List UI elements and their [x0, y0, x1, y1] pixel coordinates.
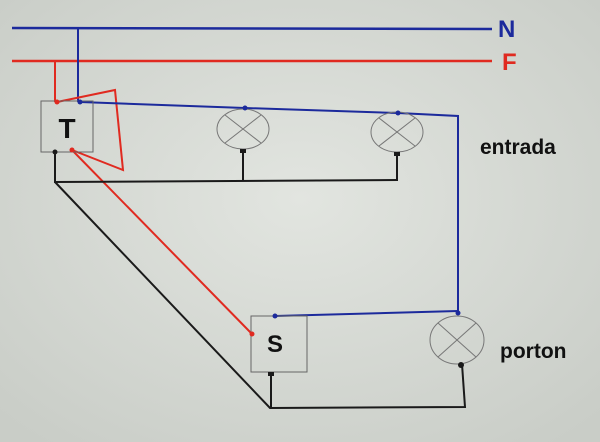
porton-return-wire — [54, 181, 467, 410]
entrada-label: entrada — [480, 136, 556, 159]
neutral-label: N — [498, 16, 515, 43]
timer-box: T — [40, 100, 94, 153]
switch-feed-wire — [71, 149, 253, 335]
lamp-icon — [429, 315, 485, 365]
porton-neutral-wire — [274, 310, 459, 317]
switch-box: S — [250, 315, 308, 373]
switch-label: S — [267, 331, 283, 358]
timer-label: T — [58, 113, 75, 144]
porton-label: porton — [500, 340, 566, 363]
neutral-line — [11, 26, 493, 31]
terminals — [52, 99, 464, 376]
phase-label: F — [502, 49, 517, 76]
timer-loop-wire — [56, 88, 125, 172]
